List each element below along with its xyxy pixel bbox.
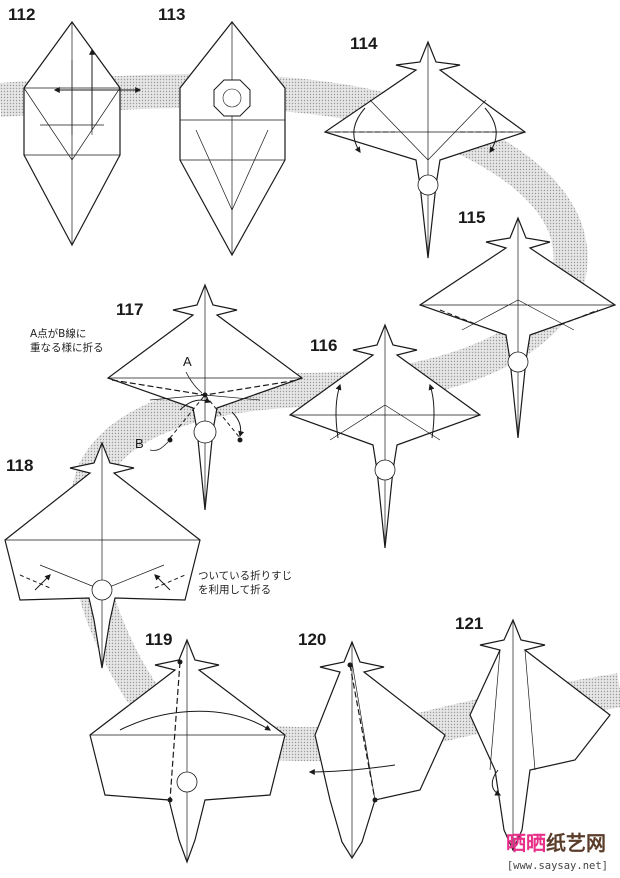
step-118-figure — [4, 441, 201, 669]
step-121-number: 121 — [455, 614, 484, 633]
step-119-number: 119 — [145, 630, 173, 649]
step-120-number: 120 — [298, 630, 327, 649]
point-a-label: A — [183, 354, 192, 369]
step-114-figure — [323, 40, 527, 259]
step-115-figure — [418, 216, 617, 439]
step-116-number: 116 — [310, 336, 338, 355]
step-113-number: 113 — [158, 5, 186, 24]
step-114-number: 114 — [350, 34, 378, 53]
step-117-note-line-2: 重なる様に折る — [30, 342, 104, 354]
step-115-number: 115 — [458, 208, 486, 227]
step-118-number: 118 — [6, 456, 34, 475]
step-120-figure — [308, 640, 446, 860]
step-117-note: A点がB線に 重なる様に折る — [30, 327, 104, 355]
step-117-number: 117 — [116, 300, 144, 319]
step-118-note-line-2: を利用して折る — [198, 584, 272, 596]
step-119-figure — [89, 638, 286, 864]
step-113-figure — [179, 21, 286, 257]
brand-watermark: 晒晒纸艺网 — [506, 827, 606, 856]
step-118-note-line-1: ついている折りすじ — [198, 570, 293, 582]
step-118-note: ついている折りすじ を利用して折る — [198, 569, 292, 597]
step-116-figure — [288, 323, 482, 549]
step-121-figure — [469, 618, 611, 852]
point-b-label: B — [135, 436, 144, 451]
step-112-figure — [23, 20, 140, 247]
step-112-number: 112 — [8, 5, 36, 24]
brand-name-dark: 纸艺网 — [546, 831, 606, 855]
brand-name-pink: 晒晒 — [506, 831, 546, 855]
step-117-note-line-1: A点がB線に — [30, 328, 87, 340]
step-117-figure — [106, 283, 304, 511]
site-url: [www.saysay.net] — [506, 860, 608, 872]
